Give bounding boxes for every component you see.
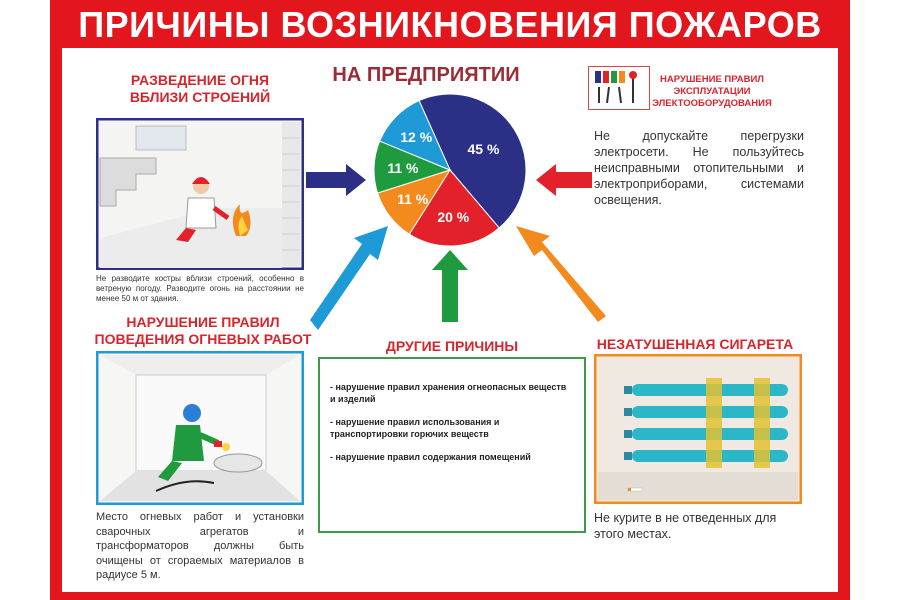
pie-slice-1 — [408, 169, 500, 247]
fire-near-buildings-heading: РАЗВЕДЕНИЕ ОГНЯ ВБЛИЗИ СТРОЕНИЙ — [100, 72, 300, 106]
navy-arrow-icon — [306, 164, 366, 196]
electrical-text: Не допускайте перегрузки электросети. Не… — [594, 129, 804, 207]
fire-near-buildings-illustration — [96, 118, 304, 270]
orange-arrow-icon — [516, 226, 606, 322]
poster-title: ПРИЧИНЫ ВОЗНИКНОВЕНИЯ ПОЖАРОВ — [78, 4, 822, 45]
cigarette-text: Не курите в не отведенных для этого мест… — [594, 510, 776, 542]
text-line: этого местах. — [594, 527, 672, 541]
hot-work-heading: НАРУШЕНИЕ ПРАВИЛ ПОВЕДЕНИЯ ОГНЕВЫХ РАБОТ — [92, 314, 314, 348]
heading-line: НАРУШЕНИЕ ПРАВИЛ — [126, 314, 280, 330]
list-item: - нарушение правил содержания помещений — [330, 452, 531, 462]
pie-slice-4 — [379, 99, 451, 171]
blue-arrow-icon — [310, 226, 388, 330]
cigarette-heading: НЕЗАТУШЕННАЯ СИГАРЕТА — [596, 336, 794, 352]
other-causes-list: - нарушение правил хранения огнеопасных … — [320, 359, 584, 463]
pie-slice-label-3: 11 % — [387, 160, 419, 176]
cylinder-group — [624, 378, 788, 468]
pie-slice-0 — [418, 93, 527, 229]
heading-line: ПОВЕДЕНИЯ ОГНЕВЫХ РАБОТ — [94, 331, 312, 347]
electrical-equipment-icon — [588, 66, 650, 110]
poster-subtitle: НА ПРЕДПРИЯТИИ — [332, 64, 520, 86]
electrical-heading: НАРУШЕНИЕ ПРАВИЛ ЭКСПЛУАТАЦИИ ЭЛЕКТООБОР… — [652, 74, 772, 110]
heading-line: РАЗВЕДЕНИЕ ОГНЯ — [130, 72, 270, 88]
pie-slice-label-2: 11 % — [397, 191, 429, 207]
red-arrow-icon — [536, 164, 592, 196]
heading-line: ВБЛИЗИ СТРОЕНИЙ — [129, 89, 271, 105]
hot-work-text: Место огневых работ и установки сварочны… — [96, 511, 304, 581]
heading-line: ЭКСПЛУАТАЦИИ — [673, 86, 751, 97]
heading-line: НАРУШЕНИЕ ПРАВИЛ — [660, 74, 764, 85]
green-arrow-icon — [432, 250, 468, 322]
gas-cylinders-illustration — [594, 354, 802, 504]
pie-slice-label-0: 45 % — [467, 141, 499, 157]
other-causes-heading: ДРУГИЕ ПРИЧИНЫ — [385, 338, 519, 354]
fire-near-buildings-text: Не разводите костры вблизи строений, осо… — [96, 274, 304, 303]
heading-line: ЭЛЕКТООБОРУДОВАНИЯ — [652, 98, 772, 109]
text-line: Не курите в не отведенных для — [594, 511, 777, 525]
list-item: - нарушение правил хранения огнеопасных … — [330, 382, 567, 404]
list-item: - нарушение правил использования и транс… — [330, 417, 500, 439]
pie-slice-label-1: 20 % — [437, 209, 469, 225]
other-causes-box: - нарушение правил хранения огнеопасных … — [318, 357, 586, 533]
pie-slice-label-4: 12 % — [400, 129, 432, 145]
hot-work-illustration — [96, 351, 304, 505]
causes-pie-chart: 45 % 20 % 11 % 11 % 12 % — [373, 93, 527, 247]
